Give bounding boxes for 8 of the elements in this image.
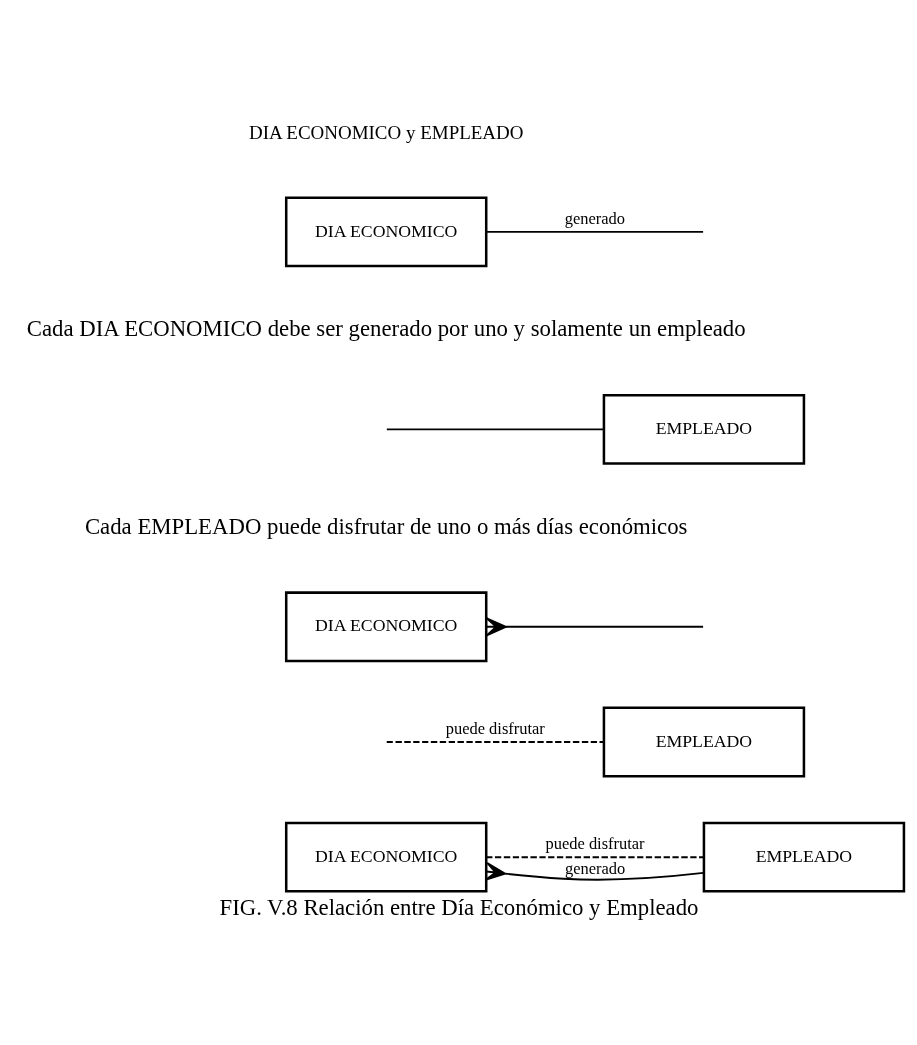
label: Cada EMPLEADO puede disfrutar de uno o más días económicos <box>84 513 687 539</box>
edge-label: generado <box>564 208 625 228</box>
label: DIA ECONOMICO y EMPLEADO <box>248 121 523 143</box>
edge-label: puede disfrutar <box>545 833 645 853</box>
edge-label: puede disfrutar <box>445 718 545 738</box>
edge-label: generado <box>564 858 625 878</box>
caption: FIG. V.8 Relación entre Día Económico y Empleado <box>218 894 699 920</box>
label: Cada DIA ECONOMICO debe ser generado por uno y solamente un empleado <box>26 315 746 341</box>
